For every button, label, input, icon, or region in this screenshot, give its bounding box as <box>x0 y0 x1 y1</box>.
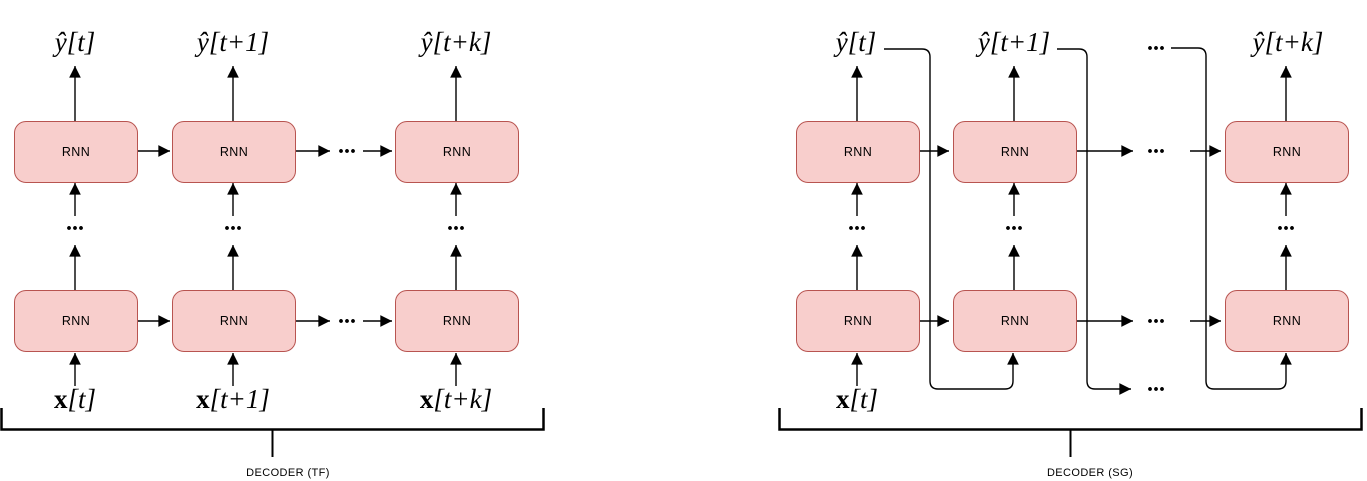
input-var: x <box>835 384 850 414</box>
tf-output-label-tk: ŷ[t+k] <box>420 27 492 57</box>
rnn-label: RNN <box>442 145 472 159</box>
tf-input-label-tk: x[t+k] <box>420 384 492 415</box>
tf-rnn-box-bottom-1: RNN <box>14 290 138 352</box>
tf-rnn-box-top-3: RNN <box>395 121 519 183</box>
sg-rnn-box-bottom-2: RNN <box>953 290 1077 352</box>
tf-output-label-t: ŷ[t] <box>54 27 96 57</box>
tf-input-label-t: x[t] <box>54 384 96 415</box>
tf-rnn-box-top-2: RNN <box>172 121 296 183</box>
rnn-label: RNN <box>61 314 91 328</box>
sg-ellipsis-outputs: ... <box>1147 30 1165 56</box>
tf-ellipsis-stack-2: ... <box>224 210 242 236</box>
sg-output-label-tk: ŷ[t+k] <box>1252 27 1324 57</box>
sg-ellipsis-stack-2: ... <box>1005 210 1023 236</box>
sg-rnn-box-top-3: RNN <box>1225 121 1349 183</box>
rnn-label: RNN <box>1272 145 1302 159</box>
rnn-label: RNN <box>219 145 249 159</box>
tf-input-label-t1: x[t+1] <box>196 384 270 415</box>
tf-rnn-box-bottom-3: RNN <box>395 290 519 352</box>
input-index: [t+1] <box>209 384 270 414</box>
rnn-label: RNN <box>219 314 249 328</box>
rnn-label: RNN <box>1000 145 1030 159</box>
tf-ellipsis-bottomrow: ... <box>338 303 356 329</box>
rnn-label: RNN <box>442 314 472 328</box>
tf-ellipsis-stack-3: ... <box>447 210 465 236</box>
sg-ellipsis-bottomrow: ... <box>1147 303 1165 329</box>
rnn-label: RNN <box>1000 314 1030 328</box>
sg-ellipsis-stack-1: ... <box>848 210 866 236</box>
rnn-label: RNN <box>61 145 91 159</box>
rnn-label: RNN <box>1272 314 1302 328</box>
sg-ellipsis-feedback: ... <box>1147 371 1165 397</box>
tf-rnn-box-top-1: RNN <box>14 121 138 183</box>
input-var: x <box>53 384 68 414</box>
sg-rnn-box-top-1: RNN <box>796 121 920 183</box>
tf-caption: DECODER (TF) <box>246 467 330 479</box>
tf-connectors <box>0 66 545 457</box>
sg-ellipsis-stack-3: ... <box>1277 210 1295 236</box>
tf-ellipsis-stack-1: ... <box>66 210 84 236</box>
sg-rnn-box-bottom-3: RNN <box>1225 290 1349 352</box>
sg-rnn-box-top-2: RNN <box>953 121 1077 183</box>
input-var: x <box>196 384 210 414</box>
input-index: [t+k] <box>433 384 493 414</box>
input-index: [t] <box>849 384 879 414</box>
sg-output-label-t: ŷ[t] <box>835 27 877 57</box>
tf-ellipsis-toprow: ... <box>338 133 356 159</box>
rnn-label: RNN <box>843 145 873 159</box>
rnn-label: RNN <box>843 314 873 328</box>
input-index: [t] <box>67 384 97 414</box>
sg-ellipsis-toprow: ... <box>1147 133 1165 159</box>
tf-output-label-t1: ŷ[t+1] <box>196 27 270 57</box>
input-var: x <box>419 384 434 414</box>
sg-output-label-t1: ŷ[t+1] <box>977 27 1051 57</box>
sg-caption: DECODER (SG) <box>1046 467 1134 479</box>
tf-rnn-box-bottom-2: RNN <box>172 290 296 352</box>
sg-connectors <box>778 47 1363 457</box>
sg-rnn-box-bottom-1: RNN <box>796 290 920 352</box>
sg-input-label-t: x[t] <box>836 384 878 415</box>
